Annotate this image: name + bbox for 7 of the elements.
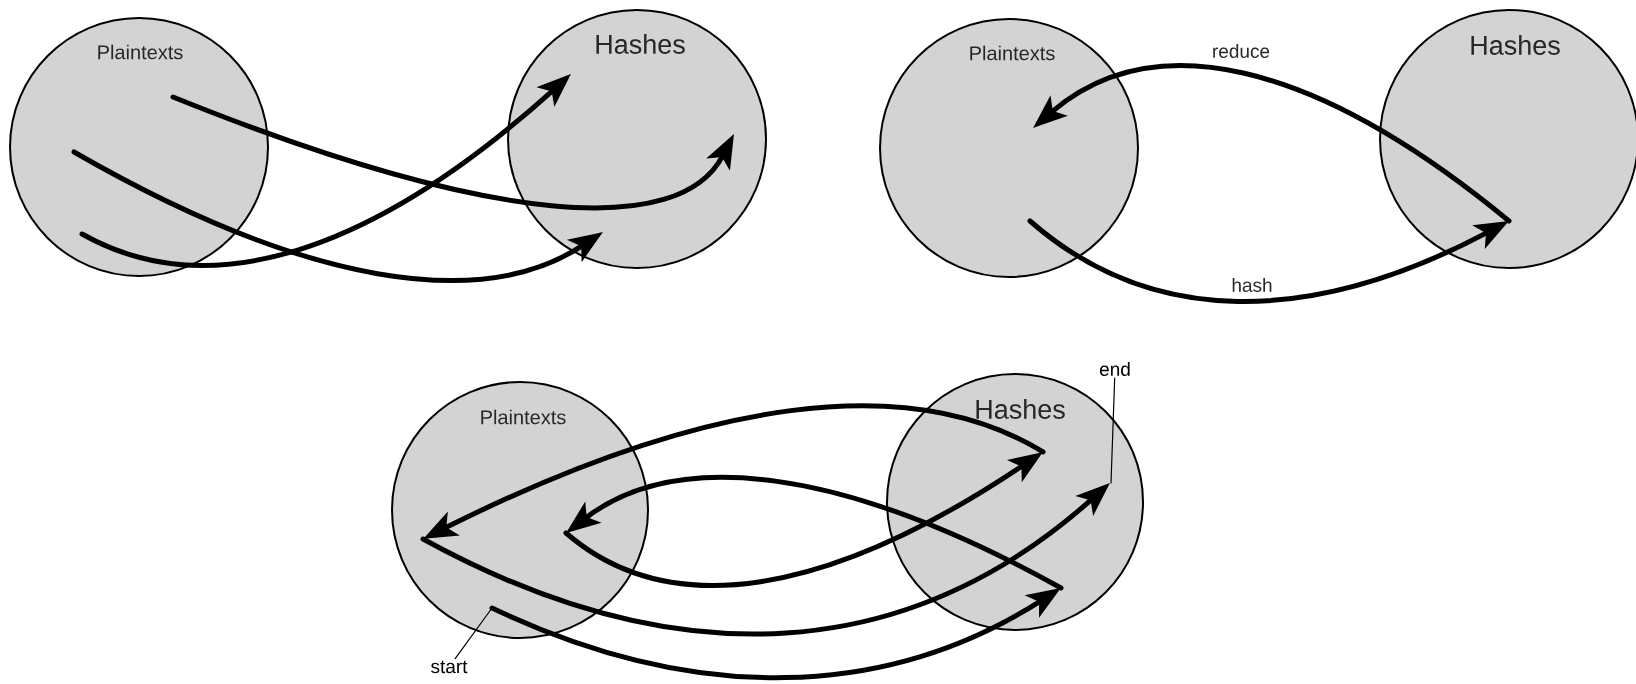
leader-line — [1110, 377, 1116, 484]
marker-text: end — [1099, 362, 1130, 376]
edge-label: hash — [1230, 277, 1274, 293]
leader-line — [454, 607, 493, 660]
marker-text: start — [431, 660, 468, 674]
edge-label: reduce — [1210, 43, 1272, 59]
curved-arrow — [170, 94, 734, 211]
